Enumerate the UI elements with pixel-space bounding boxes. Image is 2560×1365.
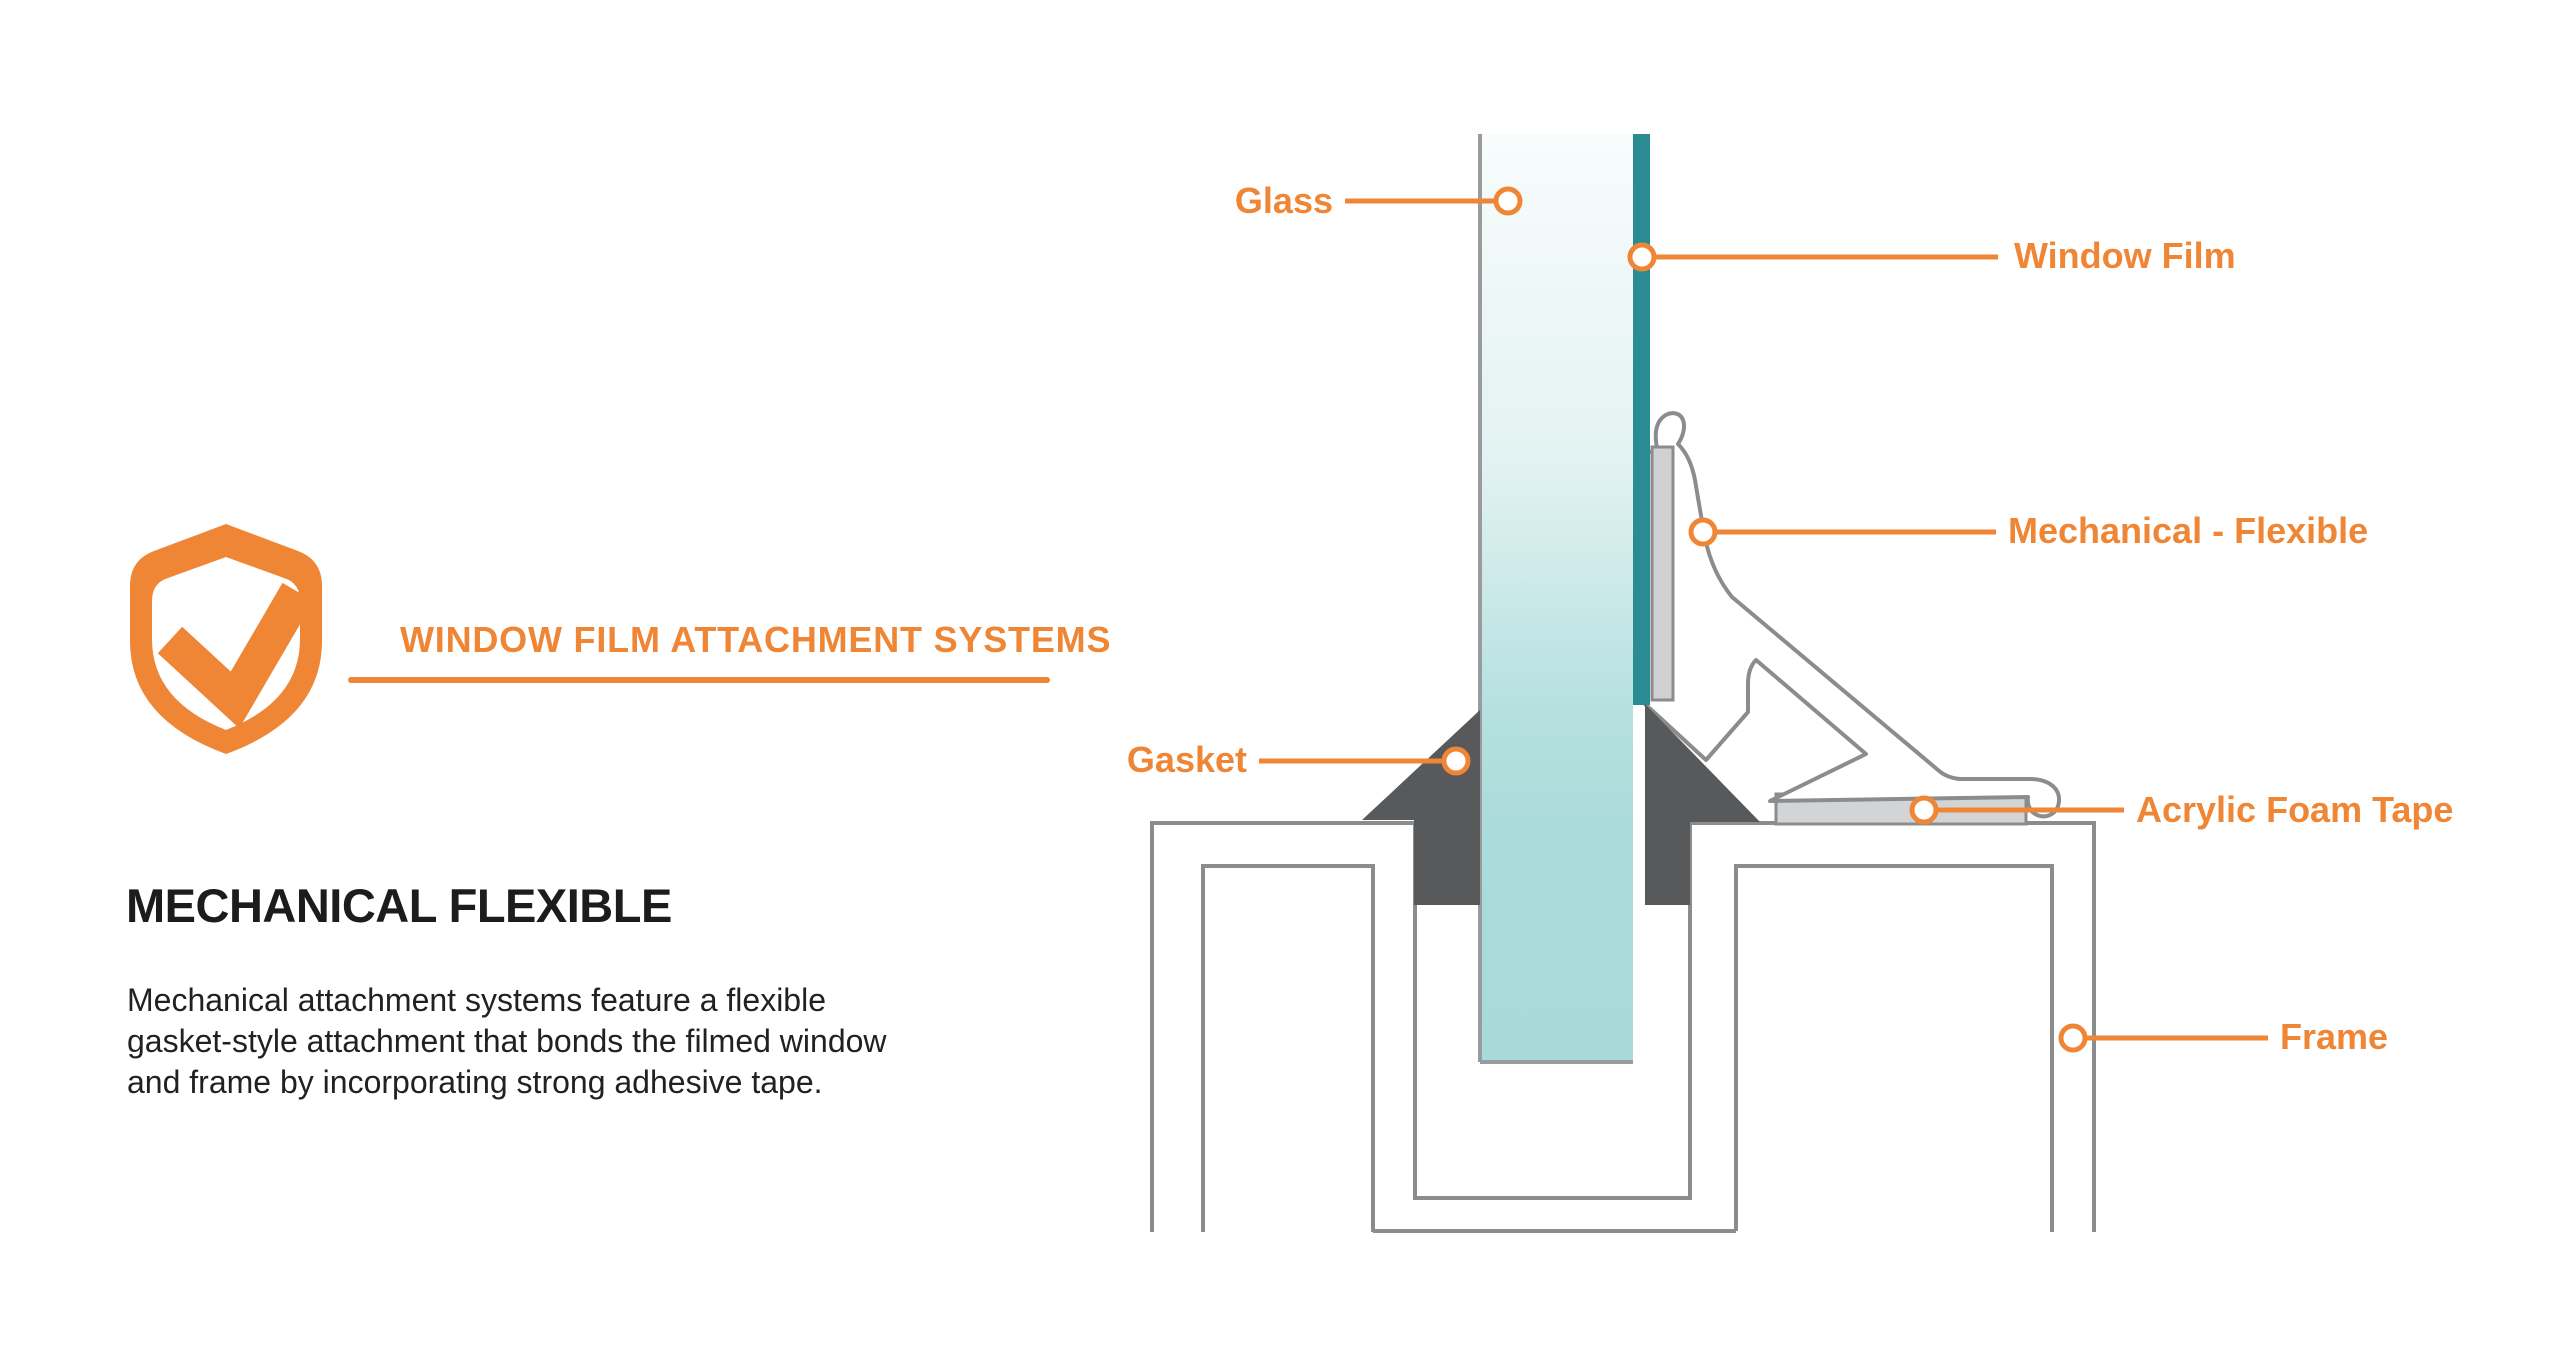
window-film-shape bbox=[1633, 134, 1650, 705]
page-title: MECHANICAL FLEXIBLE bbox=[126, 879, 672, 932]
window-film-leader-dot bbox=[1627, 242, 1657, 272]
label-mechanical-flexible: Mechanical - Flexible bbox=[2008, 510, 2369, 551]
gasket-leader-dot bbox=[1441, 746, 1471, 776]
glass-pane-edge bbox=[1478, 134, 1633, 1064]
shield-check-icon bbox=[130, 524, 322, 754]
brand-title-underline bbox=[348, 677, 1050, 683]
mechanical-flexible-leader-dot bbox=[1688, 517, 1718, 547]
attachment-adhesive-strip bbox=[1650, 445, 1675, 702]
callout-leaders bbox=[1259, 186, 2268, 1053]
mechanical-flexible-attachment-shape bbox=[1643, 411, 2062, 819]
glass-leader-dot bbox=[1493, 186, 1523, 216]
description-paragraph: Mechanical attachment systems feature a … bbox=[127, 980, 1087, 1103]
frame-profile-outline bbox=[1150, 821, 2096, 1233]
label-frame: Frame bbox=[2280, 1016, 2389, 1057]
label-window-film: Window Film bbox=[2014, 235, 2236, 276]
label-acrylic-foam-tape: Acrylic Foam Tape bbox=[2136, 789, 2454, 830]
label-gasket: Gasket bbox=[1126, 739, 1247, 780]
acrylic-foam-tape-leader-dot bbox=[1909, 795, 1939, 825]
description-line: and frame by incorporating strong adhesi… bbox=[127, 1064, 823, 1100]
glass-pane bbox=[1480, 134, 1633, 1062]
label-glass: Glass bbox=[1234, 180, 1333, 221]
frame-leader-dot bbox=[2058, 1023, 2088, 1053]
description-line: gasket-style attachment that bonds the f… bbox=[127, 1023, 887, 1059]
description-line: Mechanical attachment systems feature a … bbox=[127, 982, 826, 1018]
brand-title: WINDOW FILM ATTACHMENT SYSTEMS bbox=[400, 619, 1112, 660]
